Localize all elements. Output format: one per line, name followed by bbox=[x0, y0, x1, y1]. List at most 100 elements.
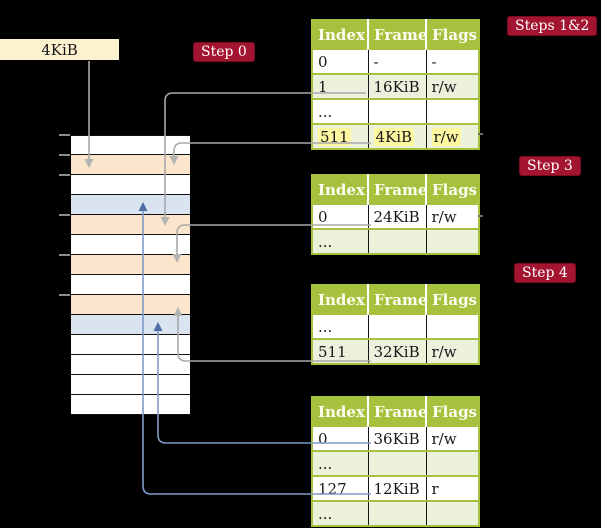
highlighted-value: r/w bbox=[431, 127, 461, 146]
table-cell bbox=[426, 450, 479, 476]
column-header-frame: Frame bbox=[368, 397, 427, 426]
free-frame-size-box: 4KiB bbox=[0, 39, 119, 60]
table-cell: 0 bbox=[312, 48, 369, 74]
column-header-frame: Frame bbox=[368, 175, 427, 204]
table-cell: 0 bbox=[312, 203, 369, 229]
highlighted-value: 511 bbox=[318, 127, 351, 146]
table-row: ... bbox=[312, 98, 479, 124]
table-cell: - bbox=[368, 48, 427, 74]
table-row: 0-- bbox=[312, 48, 479, 74]
table-row: 511 4KiB r/w bbox=[312, 123, 479, 149]
table-cell: 511 bbox=[312, 338, 369, 364]
table-cell: - bbox=[426, 48, 479, 74]
step-3-badge: Step 3 bbox=[519, 156, 581, 176]
table-cell: r/w bbox=[426, 123, 479, 149]
table-cell: r/w bbox=[426, 338, 479, 364]
memory-tick bbox=[59, 134, 70, 136]
table-cell: ... bbox=[312, 98, 369, 124]
table-cell bbox=[426, 228, 479, 254]
row-pointer-dash bbox=[478, 215, 483, 217]
highlighted-value: 4KiB bbox=[373, 127, 415, 146]
table-cell: 0 bbox=[312, 425, 369, 451]
table-cell: 1 bbox=[312, 73, 369, 99]
column-header-index: Index bbox=[312, 175, 369, 204]
memory-row-10-white bbox=[71, 335, 190, 355]
table-cell bbox=[368, 450, 427, 476]
memory-row-13-white bbox=[71, 395, 190, 415]
memory-tick bbox=[59, 214, 70, 216]
table-cell: 12KiB bbox=[368, 475, 427, 501]
steps-1-2-badge: Steps 1&2 bbox=[507, 16, 598, 36]
table-cell bbox=[368, 313, 427, 339]
table-row: ... bbox=[312, 450, 479, 476]
memory-row-7-white bbox=[71, 275, 190, 295]
free-frame-size-label: 4KiB bbox=[41, 40, 78, 59]
memory-tick bbox=[59, 254, 70, 256]
table-cell bbox=[368, 98, 427, 124]
memory-row-4-peach bbox=[71, 215, 190, 235]
table-cell: ... bbox=[312, 228, 369, 254]
table-cell: ... bbox=[312, 500, 369, 526]
step-4-badge: Step 4 bbox=[514, 263, 576, 283]
table-cell: r/w bbox=[426, 73, 479, 99]
table-row: ... bbox=[312, 228, 479, 254]
table-cell bbox=[426, 500, 479, 526]
table-cell: 24KiB bbox=[368, 203, 427, 229]
table-cell: 16KiB bbox=[368, 73, 427, 99]
row-pointer-dash bbox=[478, 133, 483, 135]
memory-tick bbox=[59, 154, 70, 156]
table-cell: 4KiB bbox=[368, 123, 427, 149]
memory-row-2-white bbox=[71, 175, 190, 195]
memory-row-0-white bbox=[71, 135, 190, 155]
table-cell: r/w bbox=[426, 203, 479, 229]
table-row: ... bbox=[312, 313, 479, 339]
table-cell bbox=[368, 228, 427, 254]
column-header-index: Index bbox=[312, 397, 369, 426]
column-header-index: Index bbox=[312, 285, 369, 314]
table-cell: 32KiB bbox=[368, 338, 427, 364]
column-header-flags: Flags bbox=[426, 397, 479, 426]
table-cell: r bbox=[426, 475, 479, 501]
table-cell bbox=[426, 313, 479, 339]
column-header-frame: Frame bbox=[368, 20, 427, 49]
memory-row-9-blue bbox=[71, 315, 190, 335]
memory-row-3-blue bbox=[71, 195, 190, 215]
table-cell bbox=[368, 500, 427, 526]
memory-row-5-white bbox=[71, 235, 190, 255]
memory-row-1-peach bbox=[71, 155, 190, 175]
table-row: ... bbox=[312, 500, 479, 526]
step-0-badge: Step 0 bbox=[193, 42, 255, 62]
memory-row-12-white bbox=[71, 375, 190, 395]
table-cell: 511 bbox=[312, 123, 369, 149]
memory-tick bbox=[59, 294, 70, 296]
memory-tick bbox=[59, 174, 70, 176]
column-header-flags: Flags bbox=[426, 175, 479, 204]
physical-memory-stack bbox=[71, 135, 190, 415]
column-header-frame: Frame bbox=[368, 285, 427, 314]
memory-row-11-white bbox=[71, 355, 190, 375]
table-cell: 127 bbox=[312, 475, 369, 501]
column-header-flags: Flags bbox=[426, 285, 479, 314]
table-cell: 36KiB bbox=[368, 425, 427, 451]
memory-row-8-peach bbox=[71, 295, 190, 315]
table-cell: r/w bbox=[426, 425, 479, 451]
table-cell: ... bbox=[312, 313, 369, 339]
column-header-flags: Flags bbox=[426, 20, 479, 49]
table-cell bbox=[426, 98, 479, 124]
memory-row-6-peach bbox=[71, 255, 190, 275]
column-header-index: Index bbox=[312, 20, 369, 49]
